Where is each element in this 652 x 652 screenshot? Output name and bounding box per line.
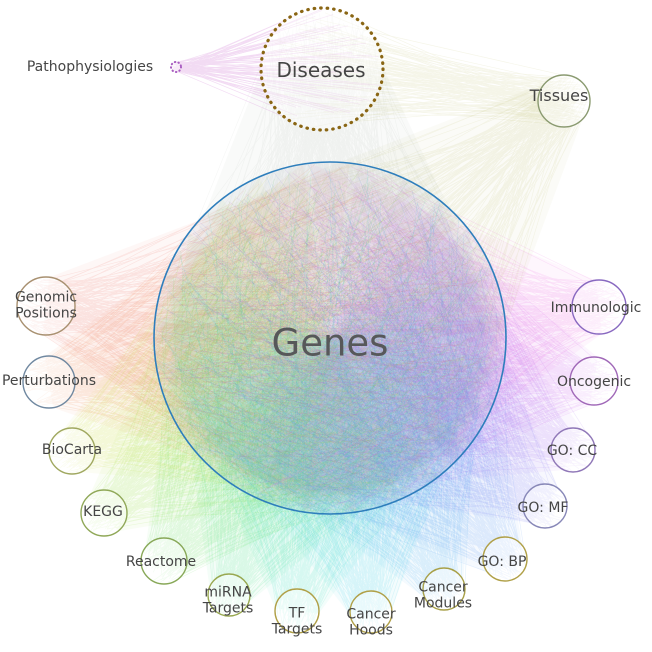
edge-bundle-diseases-genes	[157, 10, 498, 514]
edge-bundle-go_bp-genes	[161, 164, 526, 581]
edge-wash-mirna_targets	[166, 273, 494, 603]
edge-wash-tf_targets	[155, 316, 505, 614]
edge-wash-kegg	[89, 198, 438, 532]
edge-bundle-oncogenic-genes	[156, 172, 618, 511]
node-diseases[interactable]	[259, 6, 385, 132]
node-cancer_hoods[interactable]	[349, 590, 393, 634]
edge-bundle-mirna_targets-genes	[172, 174, 497, 615]
edge-bundle-perturbations-genes	[24, 163, 504, 512]
node-oncogenic[interactable]	[569, 356, 619, 406]
node-tissues[interactable]	[537, 74, 591, 128]
node-genes[interactable]	[153, 161, 507, 515]
edge-bundle-cancer_hoods-genes	[154, 169, 495, 632]
edge-wash-go_mf	[221, 199, 559, 524]
node-biocarta[interactable]	[48, 427, 96, 475]
edge-bundle-genomic_positions-genes	[18, 170, 492, 506]
node-pathophysiologies[interactable]	[170, 61, 182, 73]
edge-wash-tissues	[204, 82, 583, 462]
edge-bundle-tissues-genes	[165, 75, 590, 506]
node-perturbations[interactable]	[22, 355, 76, 409]
node-kegg[interactable]	[80, 489, 128, 537]
edge-wash-perturbations	[45, 164, 358, 512]
edge-bundle-biocarta-genes	[49, 168, 492, 509]
edge-wash-immunologic	[309, 163, 603, 513]
node-go_mf[interactable]	[522, 483, 568, 529]
edge-bundle-tissues-diseases	[261, 11, 588, 129]
node-immunologic[interactable]	[571, 279, 627, 335]
node-go_bp[interactable]	[482, 536, 528, 582]
edge-bundle-pathophysiologies-diseases	[171, 9, 381, 120]
edge-bundle-immunologic-genes	[159, 166, 625, 504]
node-go_cc[interactable]	[550, 427, 596, 473]
edge-wash-cancer_modules	[169, 265, 491, 598]
edge-bundle-kegg-genes	[81, 167, 500, 536]
edge-bundle-tf_targets-genes	[159, 174, 499, 632]
edge-wash-oncogenic	[301, 164, 598, 512]
edge-wash-genomic_positions	[42, 163, 350, 513]
edge-bundle-go_cc-genes	[169, 166, 594, 504]
node-cancer_modules[interactable]	[422, 567, 466, 611]
edge-bundle-cancer_modules-genes	[162, 176, 504, 609]
edge-wash-go_bp	[192, 228, 523, 573]
node-genomic_positions[interactable]	[16, 276, 76, 336]
edge-bundle-reactome-genes	[142, 179, 500, 584]
edge-wash-cancer_hoods	[155, 312, 505, 616]
edge-wash-go_cc	[256, 178, 583, 498]
edge-wash-biocarta	[62, 176, 401, 500]
node-tf_targets[interactable]	[274, 588, 320, 634]
node-reactome[interactable]	[140, 537, 188, 585]
edge-wash-reactome	[145, 232, 472, 575]
node-mirna_targets[interactable]	[207, 573, 251, 617]
